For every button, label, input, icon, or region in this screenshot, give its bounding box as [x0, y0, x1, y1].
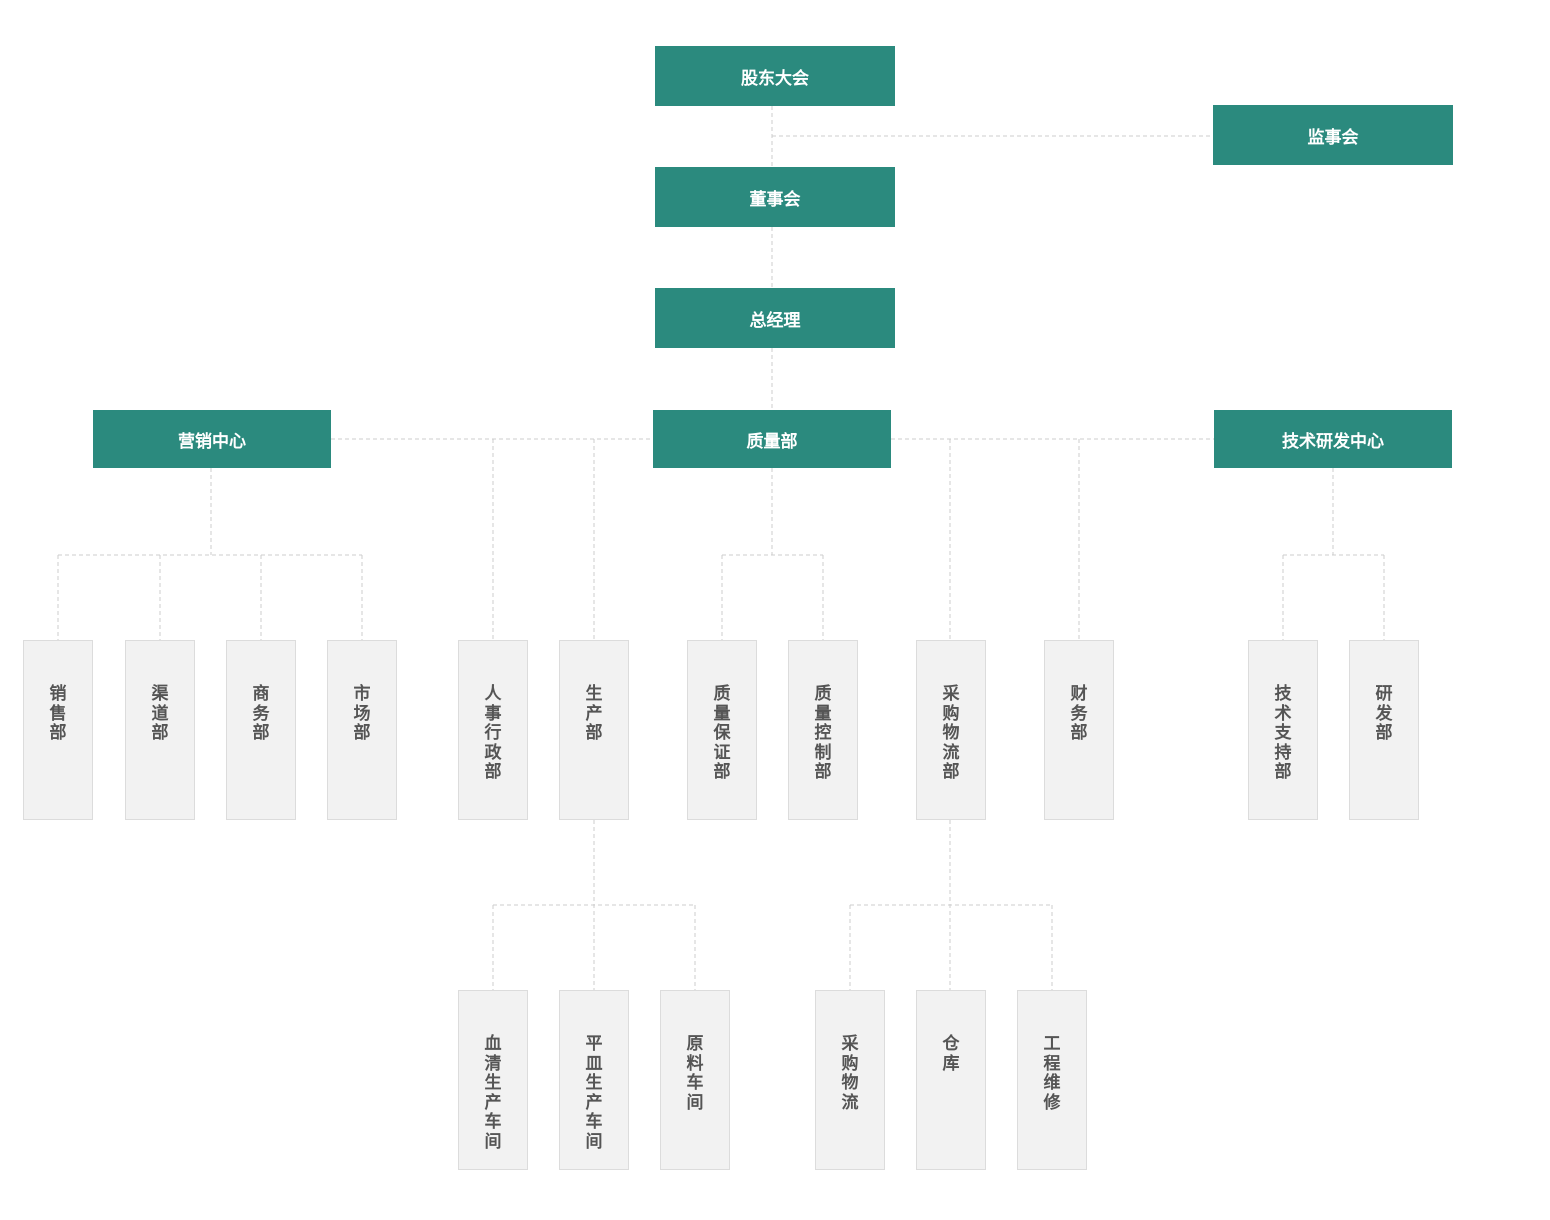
- node-hr-admin-dept: 人事行政部: [458, 640, 528, 820]
- node-general-manager: 总经理: [655, 288, 895, 348]
- node-label: 商务部: [252, 684, 270, 743]
- node-business-dept: 商务部: [226, 640, 296, 820]
- node-plate-workshop: 平皿生产车间: [559, 990, 629, 1170]
- node-engineering-maintenance: 工程维修: [1017, 990, 1087, 1170]
- node-label: 仓库: [942, 1034, 960, 1074]
- node-label: 采购物流部: [942, 684, 960, 782]
- node-label: 质量控制部: [814, 684, 832, 782]
- node-label: 研发部: [1375, 684, 1393, 743]
- node-procurement-logistics: 采购物流: [815, 990, 885, 1170]
- node-serum-workshop: 血清生产车间: [458, 990, 528, 1170]
- node-label: 工程维修: [1043, 1034, 1061, 1113]
- node-shareholders-meeting: 股东大会: [655, 46, 895, 106]
- node-qa-dept: 质量保证部: [687, 640, 757, 820]
- node-qc-dept: 质量控制部: [788, 640, 858, 820]
- node-label: 人事行政部: [484, 684, 502, 782]
- node-label: 质量保证部: [713, 684, 731, 782]
- node-tech-support-dept: 技术支持部: [1248, 640, 1318, 820]
- node-label: 生产部: [585, 684, 603, 743]
- node-finance-dept: 财务部: [1044, 640, 1114, 820]
- node-rd-dept: 研发部: [1349, 640, 1419, 820]
- node-label: 财务部: [1070, 684, 1088, 743]
- node-board-of-directors: 董事会: [655, 167, 895, 227]
- node-channel-dept: 渠道部: [125, 640, 195, 820]
- node-label: 平皿生产车间: [585, 1034, 603, 1152]
- node-label: 渠道部: [151, 684, 169, 743]
- node-quality-dept: 质量部: [653, 410, 891, 468]
- node-production-dept: 生产部: [559, 640, 629, 820]
- node-warehouse: 仓库: [916, 990, 986, 1170]
- node-label: 采购物流: [841, 1034, 859, 1113]
- node-market-dept: 市场部: [327, 640, 397, 820]
- node-raw-material-workshop: 原料车间: [660, 990, 730, 1170]
- node-label: 血清生产车间: [484, 1034, 502, 1152]
- node-label: 技术支持部: [1274, 684, 1292, 782]
- node-procurement-logistics-dept: 采购物流部: [916, 640, 986, 820]
- node-label: 销售部: [49, 684, 67, 743]
- node-sales-dept: 销售部: [23, 640, 93, 820]
- node-label: 市场部: [353, 684, 371, 743]
- node-board-of-supervisors: 监事会: [1213, 105, 1453, 165]
- node-label: 原料车间: [686, 1034, 704, 1113]
- node-tech-rd-center: 技术研发中心: [1214, 410, 1452, 468]
- node-marketing-center: 营销中心: [93, 410, 331, 468]
